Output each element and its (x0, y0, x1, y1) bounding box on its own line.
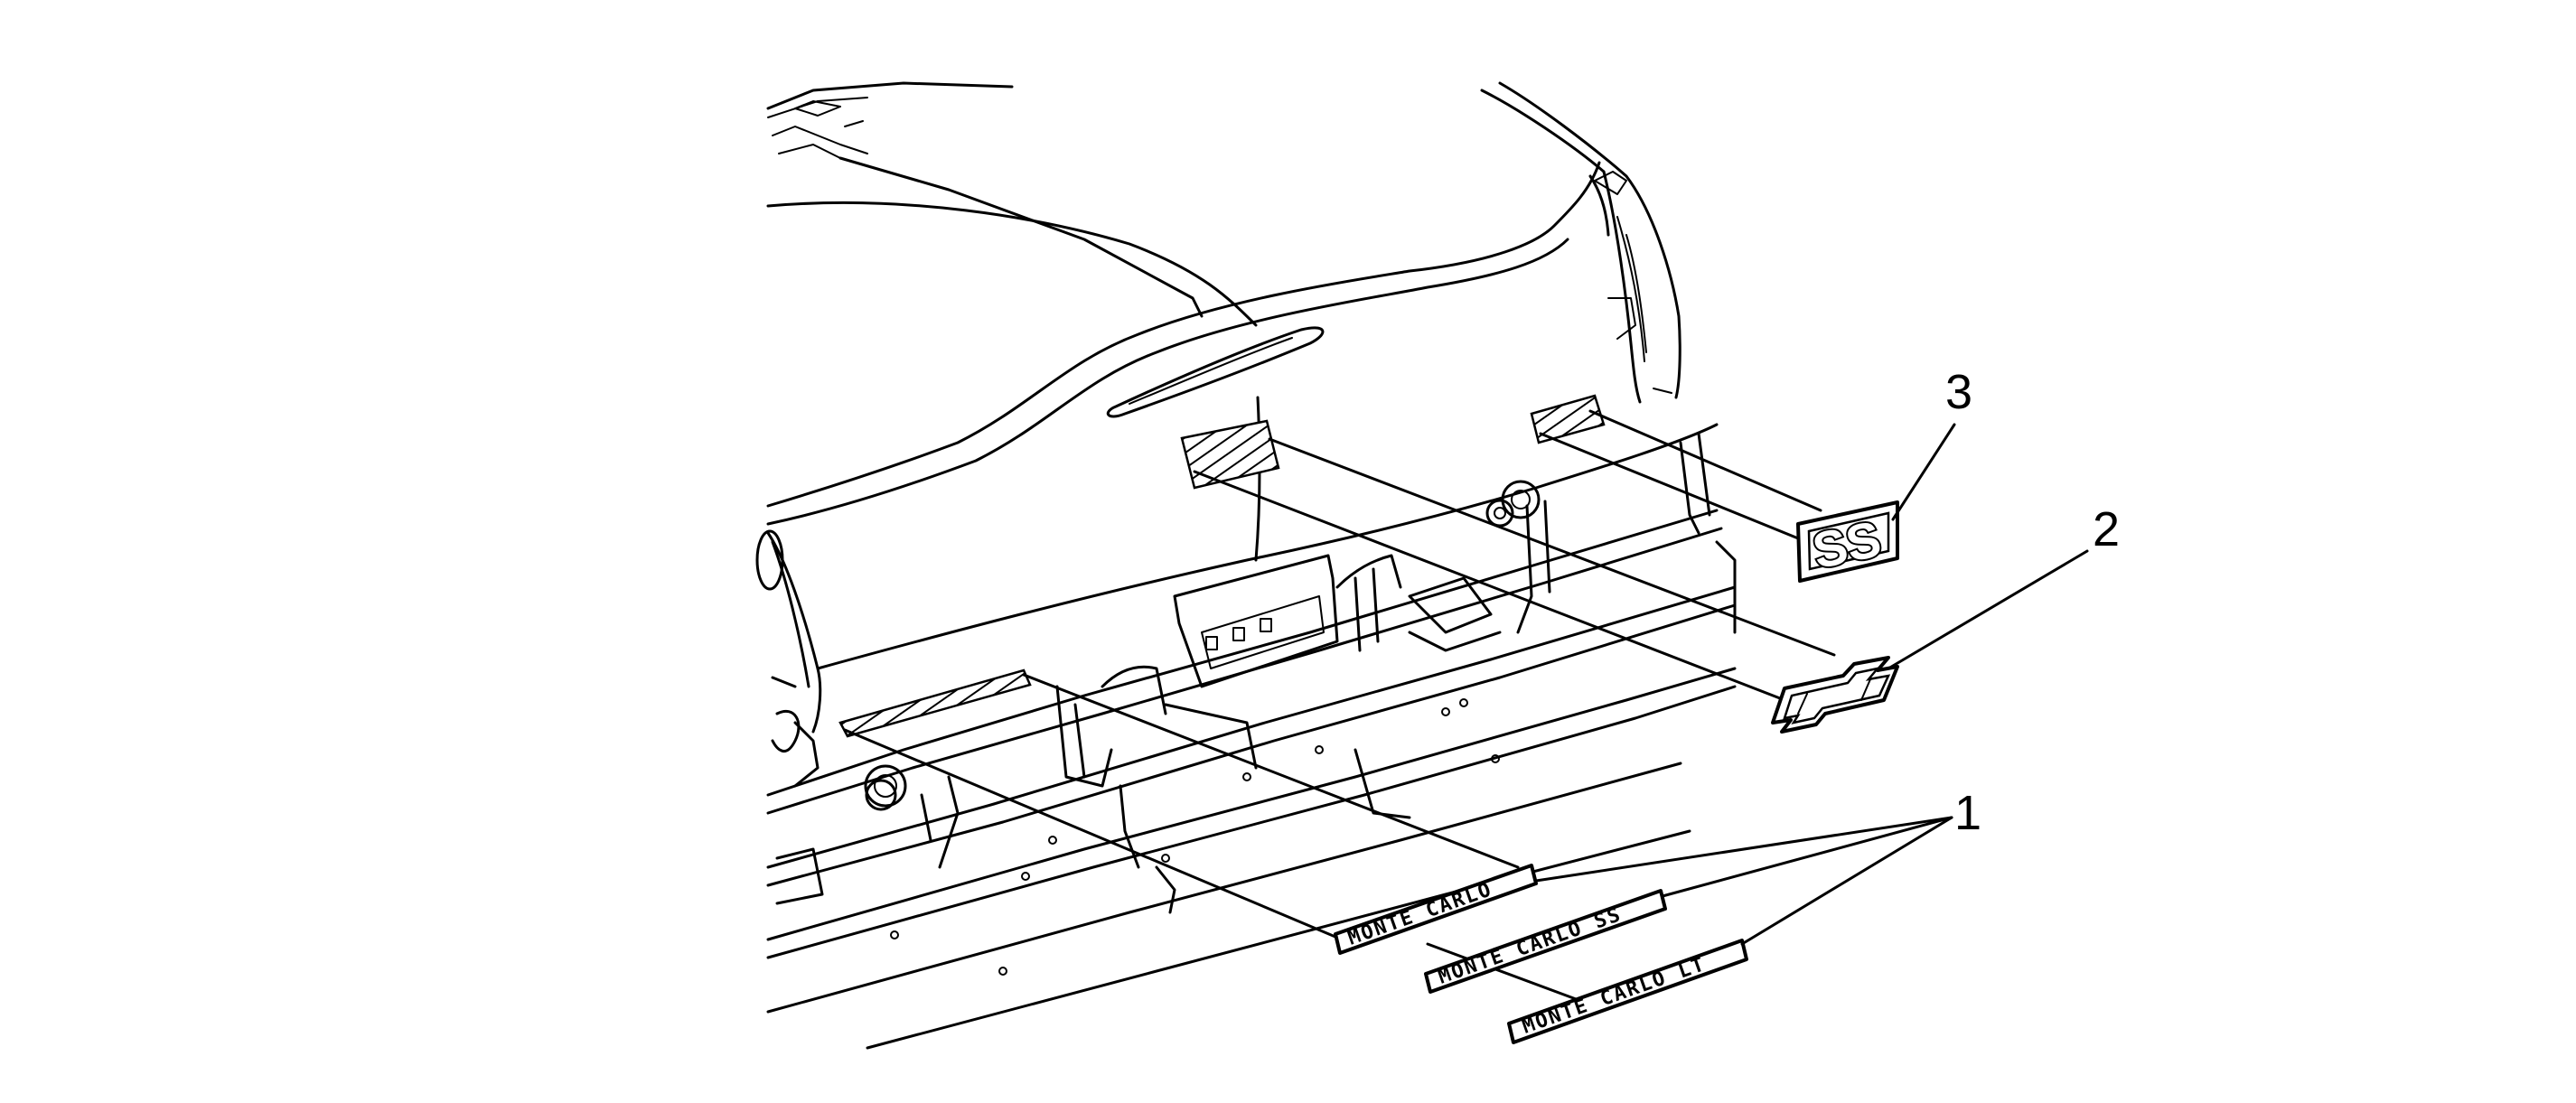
installation-leaders (843, 409, 1836, 1005)
nameplate-monte-carlo: MONTE CARLO (1334, 864, 1538, 955)
callout-1: 1 (1954, 786, 1981, 840)
monte-carlo-nameplates: MONTE CARLO MONTE CARLO SS MONTE CARLO L… (1334, 864, 1748, 1044)
vehicle-rear-body (755, 81, 1737, 1050)
callout-3: 3 (1945, 365, 1972, 419)
callout-leaders (1534, 423, 2089, 946)
nameplate-mount-area (838, 668, 1032, 738)
callout-2: 2 (2093, 502, 2120, 556)
ss-mount-area (1530, 394, 1606, 444)
nameplate-2-text: MONTE CARLO SS (1436, 903, 1625, 989)
nameplate-monte-carlo-lt: MONTE CARLO LT (1507, 939, 1748, 1044)
nameplate-3-text: MONTE CARLO LT (1520, 953, 1710, 1039)
bowtie-emblem (1771, 656, 1899, 734)
bowtie-mount-area (1180, 419, 1280, 490)
mounting-areas (838, 394, 1606, 738)
ss-emblem: SS (1796, 500, 1899, 583)
